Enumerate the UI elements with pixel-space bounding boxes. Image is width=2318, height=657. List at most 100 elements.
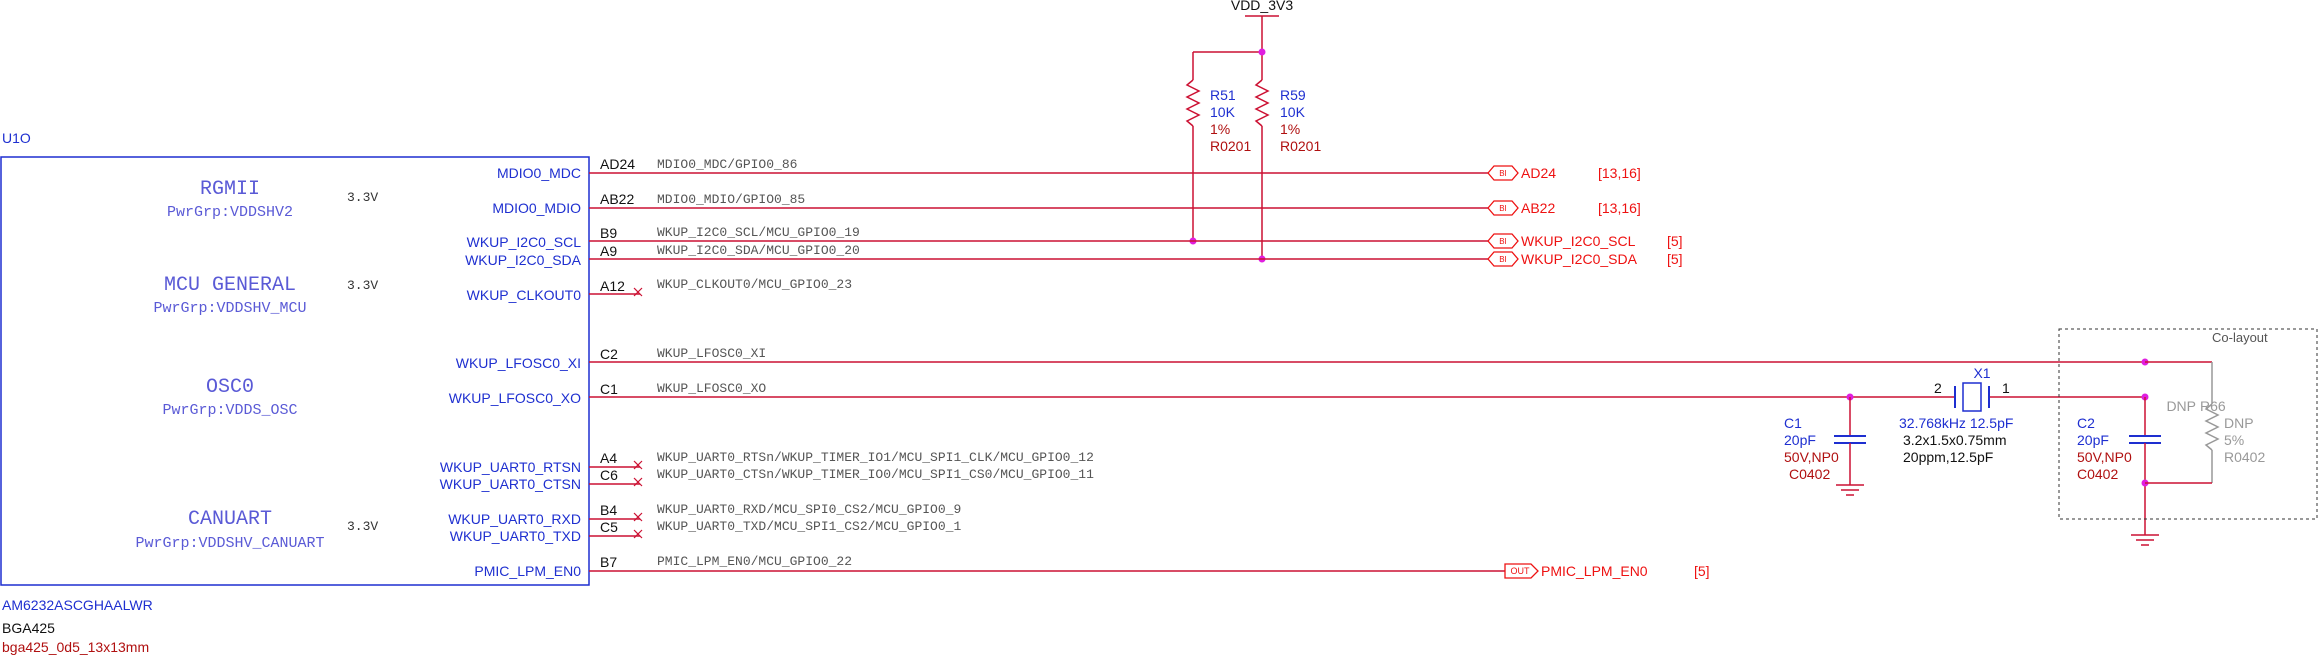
- co-layout-border: [2058, 328, 2318, 520]
- offpage-connector-wkup-i2c0-sda[interactable]: BI WKUP_I2C0_SDA [5]: [1487, 251, 1683, 267]
- block-mcu-general: MCU GENERAL PwrGrp:VDDSHV_MCU 3.3V: [153, 274, 378, 317]
- no-connect-x: [633, 287, 643, 297]
- net-label: MDIO0_MDIO/GPIO0_85: [657, 192, 805, 207]
- block-power-group: PwrGrp:VDDS_OSC: [162, 402, 297, 419]
- resistor-tolerance: 1%: [1210, 121, 1230, 137]
- resistor-ref: R66: [2200, 398, 2226, 414]
- resistor-r51[interactable]: R51 10K 1% R0201: [1185, 79, 1251, 245]
- net-label: WKUP_UART0_TXD/MCU_SPI1_CS2/MCU_GPIO0_1: [657, 519, 961, 534]
- net-label: WKUP_UART0_RTSn/WKUP_TIMER_IO1/MCU_SPI1_…: [657, 450, 1094, 465]
- resistor-r66-dnp[interactable]: DNP R66 DNP 5% R0402: [2145, 361, 2265, 484]
- resistor-r59-symbol: [1254, 79, 1270, 127]
- pin-name: PMIC_LPM_EN0: [474, 563, 581, 579]
- offpage-connector-wkup-i2c0-scl[interactable]: BI WKUP_I2C0_SCL [5]: [1487, 233, 1683, 249]
- crystal-ref: X1: [1973, 365, 1990, 381]
- connector-pages: [5]: [1667, 251, 1683, 267]
- connector-pages: [5]: [1667, 233, 1683, 249]
- capacitor-c1[interactable]: C1 20pF 50V,NP0 C0402: [1784, 393, 1866, 496]
- connector-shape: [1504, 563, 1539, 579]
- pin-balls: AD24 AB22 B9 A9 A12 C2 C1 A4 C6 B4 C5 B7: [600, 156, 635, 570]
- connector-label: AD24: [1521, 165, 1556, 181]
- resistor-tolerance: 5%: [2224, 432, 2244, 448]
- pin-name: WKUP_UART0_TXD: [450, 528, 581, 544]
- pin-ball: C5: [600, 519, 618, 535]
- pin-name: WKUP_I2C0_SCL: [467, 234, 582, 250]
- co-layout-label: Co-layout: [2212, 330, 2268, 345]
- resistor-package: R0402: [2224, 449, 2265, 465]
- net-label: WKUP_CLKOUT0/MCU_GPIO0_23: [657, 277, 852, 292]
- cap-rating: 50V,NP0: [2077, 449, 2132, 465]
- offpage-connector-pmic-lpm-en0[interactable]: OUT PMIC_LPM_EN0 [5]: [1504, 563, 1710, 579]
- net-label: PMIC_LPM_EN0/MCU_GPIO0_22: [657, 554, 852, 569]
- resistor-tolerance: 1%: [1280, 121, 1300, 137]
- connector-label: AB22: [1521, 200, 1555, 216]
- connector-direction: OUT: [1511, 566, 1531, 576]
- no-connect-x: [633, 477, 643, 487]
- pin-name: MDIO0_MDC: [497, 165, 581, 181]
- block-name: OSC0: [206, 376, 254, 399]
- resistor-package: R0201: [1280, 138, 1321, 154]
- block-canuart: CANUART PwrGrp:VDDSHV_CANUART 3.3V: [135, 508, 378, 552]
- pin-names: MDIO0_MDC MDIO0_MDIO WKUP_I2C0_SCL WKUP_…: [440, 165, 582, 579]
- net-label: WKUP_LFOSC0_XO: [657, 381, 766, 396]
- pin-ball: AD24: [600, 156, 635, 172]
- ground-icon: [2131, 534, 2159, 546]
- connector-shape: [1487, 233, 1519, 249]
- connector-shape: [1487, 200, 1519, 216]
- connector-direction: BI: [1499, 255, 1507, 264]
- cap-value: 20pF: [1784, 432, 1816, 448]
- no-connect-x: [633, 460, 643, 470]
- connector-pages: [13,16]: [1598, 165, 1641, 181]
- crystal-x1[interactable]: X1 2 1 32.768kHz 12.5pF 3.2x1.5x0.75mm 2…: [1899, 365, 2013, 465]
- connector-pages: [5]: [1694, 563, 1710, 579]
- connector-direction: BI: [1499, 169, 1507, 178]
- ground-icon: [1836, 484, 1864, 496]
- chip-u1o[interactable]: U1O AM6232ASCGHAALWR BGA425 bga425_0d5_1…: [0, 130, 635, 655]
- cap-rating: 50V,NP0: [1784, 449, 1839, 465]
- resistor-r59[interactable]: R59 10K 1% R0201: [1254, 79, 1321, 263]
- net-label: WKUP_I2C0_SCL/MCU_GPIO0_19: [657, 225, 860, 240]
- chip-footprint: bga425_0d5_13x13mm: [2, 639, 149, 655]
- pin-name: WKUP_UART0_RXD: [448, 511, 581, 527]
- resistor-r66-symbol: [2204, 403, 2220, 451]
- crystal-pin-number: 2: [1934, 380, 1942, 396]
- capacitor-c2[interactable]: C2 20pF 50V,NP0 C0402: [2077, 358, 2161, 546]
- no-connect-x: [633, 512, 643, 522]
- block-power-group: PwrGrp:VDDSHV_MCU: [153, 300, 306, 317]
- connector-label: WKUP_I2C0_SDA: [1521, 251, 1638, 267]
- pin-name: WKUP_I2C0_SDA: [465, 252, 582, 268]
- chip-body: [0, 156, 590, 586]
- block-osc0: OSC0 PwrGrp:VDDS_OSC: [162, 376, 297, 419]
- connector-direction: BI: [1499, 204, 1507, 213]
- pin-ball: C2: [600, 346, 618, 362]
- net-label: WKUP_I2C0_SDA/MCU_GPIO0_20: [657, 243, 860, 258]
- resistor-ref: R59: [1280, 87, 1306, 103]
- resistor-ref: R51: [1210, 87, 1236, 103]
- block-voltage: 3.3V: [347, 190, 378, 205]
- connector-label: PMIC_LPM_EN0: [1541, 563, 1648, 579]
- cap-package: C0402: [1789, 466, 1830, 482]
- block-power-group: PwrGrp:VDDSHV2: [167, 204, 293, 221]
- connector-direction: BI: [1499, 237, 1507, 246]
- pin-name: WKUP_LFOSC0_XO: [449, 390, 581, 406]
- net-label: WKUP_UART0_CTSn/WKUP_TIMER_IO0/MCU_SPI1_…: [657, 467, 1094, 482]
- resistor-package: R0201: [1210, 138, 1251, 154]
- crystal-frequency: 32.768kHz 12.5pF: [1899, 415, 2013, 431]
- chip-package: BGA425: [2, 620, 55, 636]
- block-name: CANUART: [188, 508, 272, 531]
- pin-name: WKUP_UART0_RTSN: [440, 459, 581, 475]
- net-label: WKUP_UART0_RXD/MCU_SPI0_CS2/MCU_GPIO0_9: [657, 502, 961, 517]
- connector-pages: [13,16]: [1598, 200, 1641, 216]
- offpage-connector-ad24[interactable]: BI AD24 [13,16]: [1487, 165, 1641, 181]
- crystal-spec: 20ppm,12.5pF: [1903, 449, 1993, 465]
- pin-name: WKUP_CLKOUT0: [467, 287, 582, 303]
- cap-value: 20pF: [2077, 432, 2109, 448]
- pin-ball: B9: [600, 225, 617, 241]
- pin-ball: AB22: [600, 191, 634, 207]
- block-voltage: 3.3V: [347, 519, 378, 534]
- resistor-value: 10K: [1210, 104, 1236, 120]
- offpage-connector-ab22[interactable]: BI AB22 [13,16]: [1487, 200, 1641, 216]
- pin-ball: B4: [600, 502, 617, 518]
- pin-ball: C1: [600, 381, 618, 397]
- pin-ball: A12: [600, 278, 625, 294]
